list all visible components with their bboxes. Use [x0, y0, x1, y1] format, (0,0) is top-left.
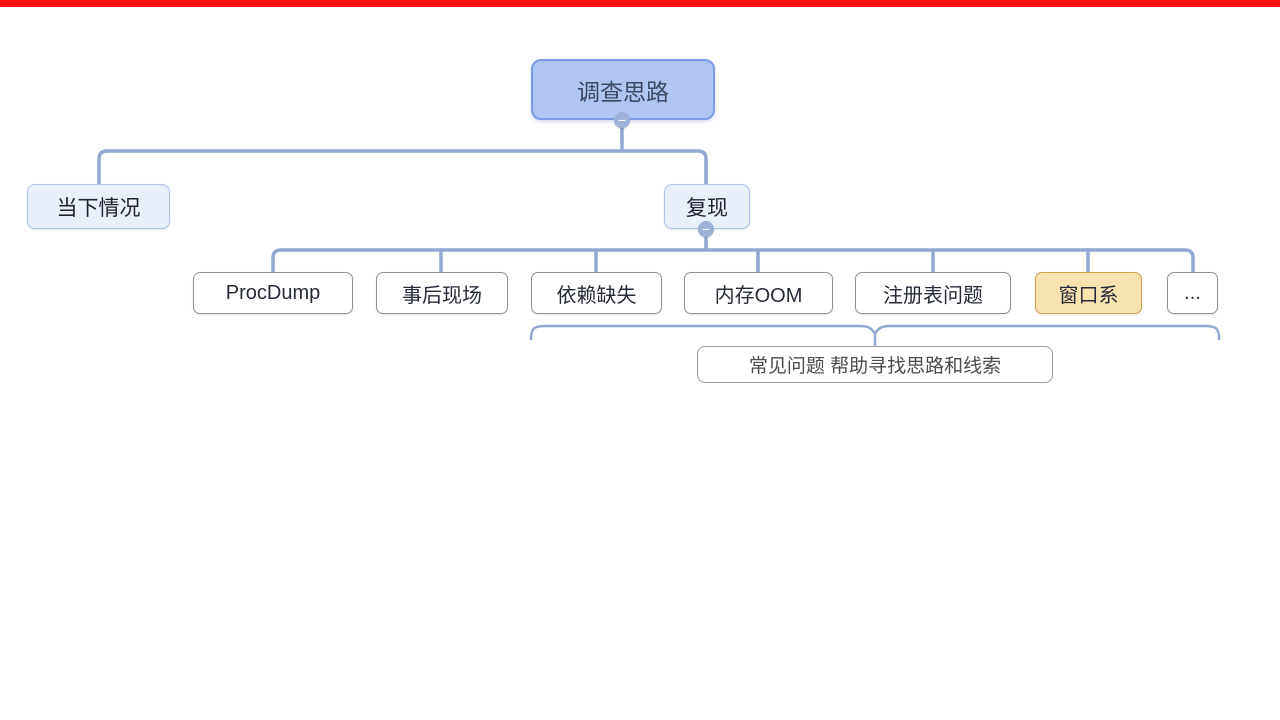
summary-label[interactable]: 常见问题 帮助寻找思路和线索 — [697, 346, 1053, 383]
node-current-situation[interactable]: 当下情况 — [27, 184, 170, 229]
node-missing-dependency[interactable]: 依赖缺失 — [531, 272, 662, 314]
node-window-system-highlighted[interactable]: 窗口系 — [1035, 272, 1142, 314]
node-root[interactable]: 调查思路 — [531, 59, 715, 120]
summary-brace — [529, 324, 1221, 347]
level2-drop-lines — [439, 248, 1090, 274]
node-registry-issue[interactable]: 注册表问题 — [855, 272, 1011, 314]
recording-indicator-bar — [0, 0, 1280, 7]
level2-branch-line — [271, 248, 1195, 274]
collapse-button-root[interactable]: − — [614, 112, 630, 128]
collapse-button-reproduce[interactable]: − — [698, 221, 714, 237]
node-procdump[interactable]: ProcDump — [193, 272, 353, 314]
node-reproduce[interactable]: 复现 — [664, 184, 750, 229]
level1-branch-line — [97, 149, 708, 188]
node-ellipsis-more[interactable]: ... — [1167, 272, 1218, 314]
node-memory-oom[interactable]: 内存OOM — [684, 272, 833, 314]
node-aftermath-scene[interactable]: 事后现场 — [376, 272, 508, 314]
